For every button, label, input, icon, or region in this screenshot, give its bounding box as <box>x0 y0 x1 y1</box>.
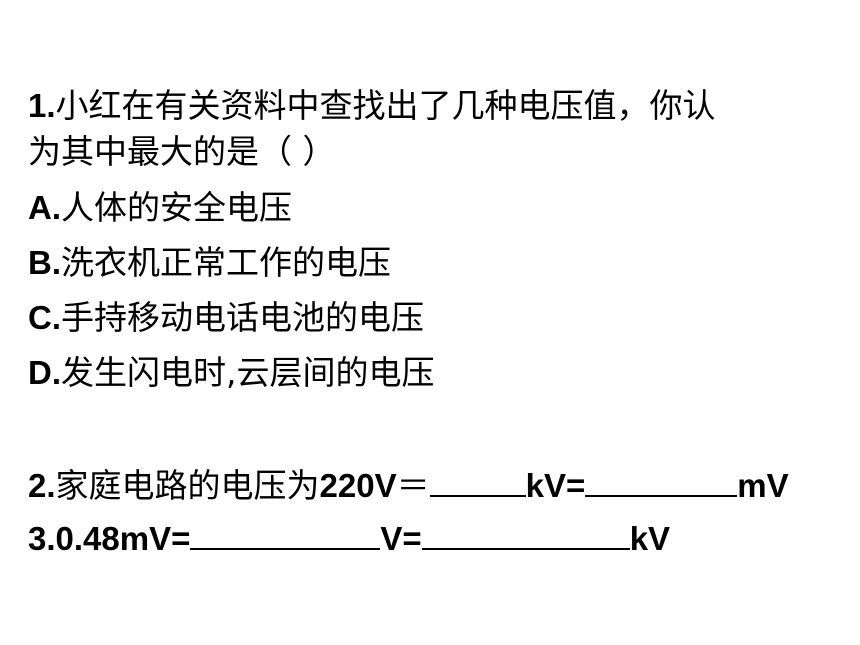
option-a-letter: A. <box>28 189 61 226</box>
option-d-letter: D. <box>28 354 61 391</box>
question2-line: 2.家庭电路的电压为220V＝ kV= mV <box>28 465 789 506</box>
option-a-text: 人体的安全电压 <box>61 188 292 227</box>
question2-unit-kv: kV= <box>525 467 586 504</box>
question3-unit-kv: kV <box>629 520 671 557</box>
question1-line2: 为其中最大的是（ ） <box>28 132 336 172</box>
option-c-letter: C. <box>28 299 61 336</box>
question3-blank-kv[interactable] <box>421 518 630 550</box>
question3-number: 3. <box>28 520 56 557</box>
question1-text-line1: 小红在有关资料中查找出了几种电压值，你认 <box>55 86 716 125</box>
question3-unit-v: V= <box>380 520 422 557</box>
question2-number: 2. <box>28 467 56 504</box>
option-c: C.手持移动电话电池的电压 <box>28 298 424 338</box>
question3-value: 0.48mV= <box>55 520 191 557</box>
question2-blank-kv[interactable] <box>429 465 526 497</box>
option-d-text: 发生闪电时,云层间的电压 <box>61 353 435 392</box>
question1-text-line2: 为其中最大的是（ ） <box>28 132 336 171</box>
question2-blank-mv[interactable] <box>585 465 738 497</box>
question2-unit-mv: mV <box>737 467 789 504</box>
question1-number: 1. <box>28 87 56 124</box>
option-c-text: 手持移动电话电池的电压 <box>61 298 424 337</box>
option-a: A.人体的安全电压 <box>28 188 292 228</box>
option-b-letter: B. <box>28 244 61 281</box>
question3-blank-v[interactable] <box>190 518 381 550</box>
option-d: D.发生闪电时,云层间的电压 <box>28 353 435 393</box>
question2-text: 家庭电路的电压为 <box>55 466 320 505</box>
question1-line1: 1.小红在有关资料中查找出了几种电压值，你认 <box>28 86 716 126</box>
question3-line: 3.0.48mV= V= kV <box>28 518 670 559</box>
option-b: B.洗衣机正常工作的电压 <box>28 243 391 283</box>
question2-value: 220V <box>319 467 397 504</box>
option-b-text: 洗衣机正常工作的电压 <box>61 243 391 282</box>
question2-equals: ＝ <box>396 466 430 505</box>
